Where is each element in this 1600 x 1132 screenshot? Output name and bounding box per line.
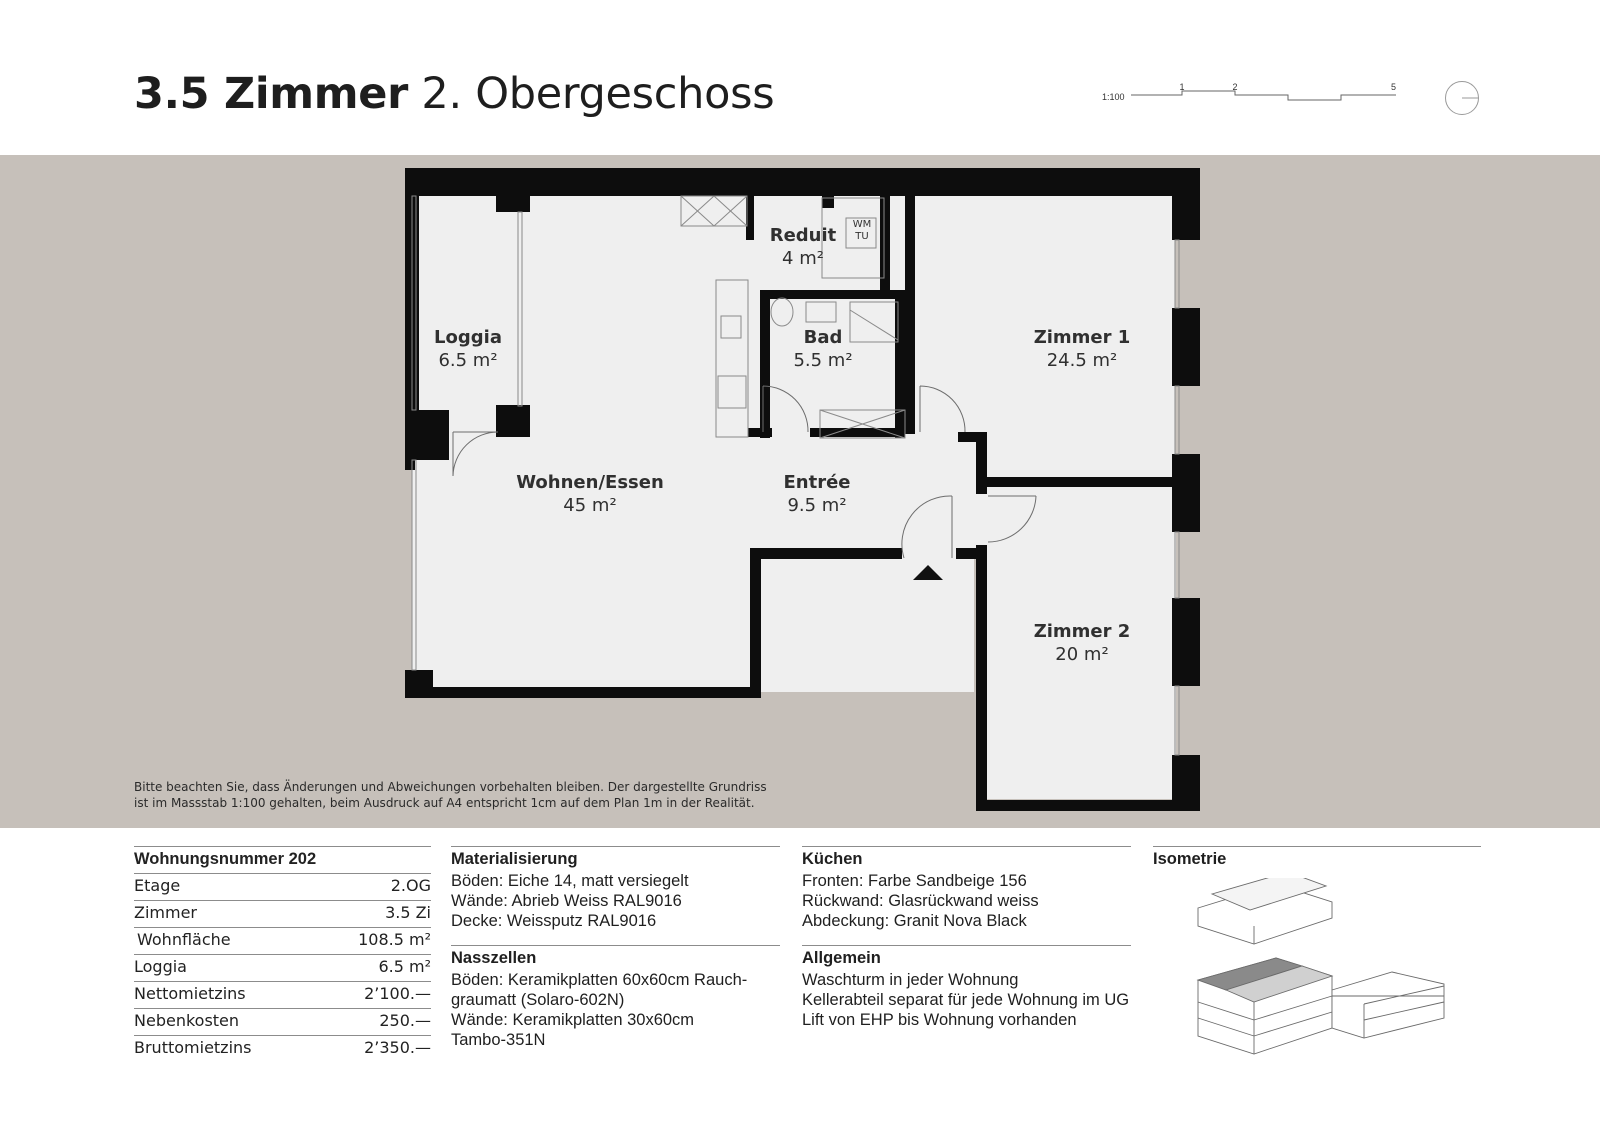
text-line: Waschturm in jeder Wohnung	[802, 971, 1019, 989]
row-value: 2.OG	[390, 876, 431, 895]
room-label-loggia: Loggia 6.5 m²	[434, 326, 502, 372]
text-line: Lift von EHP bis Wohnung vorhanden	[802, 1011, 1077, 1029]
room-name: Bad	[803, 327, 843, 348]
room-label-zimmer-2: Zimmer 2 20 m²	[1034, 620, 1131, 666]
row-label: Zimmer	[134, 903, 197, 922]
room-label-wohnen-essen: Wohnen/Essen 45 m²	[516, 471, 664, 517]
text-line: Wände: Abrieb Weiss RAL9016	[451, 892, 682, 910]
room-area: 24.5 m²	[1046, 350, 1118, 371]
table-row: Nebenkosten 250.—	[134, 1009, 431, 1036]
section-heading: Küchen	[802, 850, 863, 868]
section-heading: Materialisierung	[451, 850, 578, 868]
row-value: 3.5 Zi	[385, 903, 431, 922]
washer-dryer-label: WM TU	[848, 219, 876, 243]
table-row: Loggia 6.5 m²	[134, 955, 431, 982]
text-line: Wände: Keramikplatten 30x60cm	[451, 1011, 695, 1029]
materials-section: Materialisierung Böden: Eiche 14, matt v…	[451, 846, 780, 1050]
table-row: Wohnfläche 108.5 m²	[134, 928, 431, 955]
row-label: Nebenkosten	[134, 1011, 240, 1030]
row-value: 2’350.—	[364, 1038, 431, 1057]
isometric-drawing	[1196, 878, 1445, 1055]
scale-tick-5: 5	[1391, 82, 1396, 92]
table-row: Zimmer 3.5 Zi	[134, 901, 431, 928]
room-area: 20 m²	[1055, 644, 1109, 665]
row-value: 108.5 m²	[358, 930, 431, 949]
scale-label: 1:100	[1102, 92, 1125, 102]
row-label: Nettomietzins	[134, 984, 246, 1003]
text-line: Tambo-351N	[451, 1031, 546, 1049]
scale-tick-1: 1	[1179, 82, 1184, 92]
room-name: Reduit	[769, 225, 837, 246]
row-label: Bruttomietzins	[134, 1038, 252, 1057]
room-fills	[412, 192, 1176, 799]
table-row: Nettomietzins 2’100.—	[134, 982, 431, 1009]
doors	[452, 385, 1037, 559]
text-line: Kellerabteil separat für jede Wohnung im…	[802, 991, 1130, 1009]
walls	[405, 168, 1200, 811]
north-arrow-icon	[1445, 81, 1479, 115]
table-row: Bruttomietzins 2’350.—	[134, 1036, 431, 1062]
room-area: 6.5 m²	[438, 350, 498, 371]
text-line: Böden: Keramikplatten 60x60cm Rauch-	[451, 971, 748, 989]
room-name: Loggia	[434, 327, 502, 348]
row-value: 2’100.—	[364, 984, 431, 1003]
disclaimer: Bitte beachten Sie, dass Änderungen und …	[134, 779, 767, 811]
room-label-reduit: Reduit 4 m²	[770, 224, 837, 270]
scale-bar: 1:100 1 2 5	[1102, 82, 1396, 102]
text-line: Rückwand: Glasrückwand weiss	[802, 892, 1039, 910]
row-label: Etage	[134, 876, 181, 895]
section-heading: Allgemein	[802, 949, 881, 967]
section-heading: Isometrie	[1153, 850, 1227, 868]
room-area: 5.5 m²	[793, 350, 853, 371]
text-line: Fronten: Farbe Sandbeige 156	[802, 872, 1027, 890]
disclaimer-line: ist im Massstab 1:100 gehalten, beim Aus…	[134, 796, 755, 810]
apartment-facts-table: Wohnungsnummer 202 Etage 2.OG Zimmer 3.5 Z…	[134, 846, 431, 1062]
washer-label: WM	[852, 219, 872, 230]
room-name: Zimmer 2	[1033, 621, 1131, 642]
room-label-bad: Bad 5.5 m²	[793, 326, 852, 372]
divider	[451, 945, 780, 946]
table-row: Etage 2.OG	[134, 874, 431, 901]
row-label: Loggia	[134, 957, 187, 976]
room-area: 4 m²	[782, 248, 824, 269]
apartment-number: Wohnungsnummer 202	[134, 847, 431, 874]
text-line: graumatt (Solaro-602N)	[451, 991, 625, 1009]
room-area: 45 m²	[563, 495, 617, 516]
dryer-label: TU	[855, 231, 869, 242]
room-label-zimmer-1: Zimmer 1 24.5 m²	[1034, 326, 1131, 372]
room-name: Entrée	[783, 472, 851, 493]
kitchen-section: Küchen Fronten: Farbe Sandbeige 156 Rück…	[802, 846, 1131, 1030]
text-line: Decke: Weissputz RAL9016	[451, 912, 657, 930]
scale-tick-2: 2	[1232, 82, 1237, 92]
section-heading: Nasszellen	[451, 949, 537, 967]
row-value: 250.—	[379, 1011, 431, 1030]
room-label-entree: Entrée 9.5 m²	[783, 471, 850, 517]
title-room-count: 3.5 Zimmer	[134, 69, 409, 119]
text-line: Böden: Eiche 14, matt versiegelt	[451, 872, 689, 890]
room-name: Wohnen/Essen	[516, 472, 664, 493]
room-name: Zimmer 1	[1033, 327, 1131, 348]
row-label: Wohnfläche	[137, 930, 231, 949]
isometry-section: Isometrie	[1153, 846, 1481, 871]
room-area: 9.5 m²	[787, 495, 847, 516]
title-floor: 2. Obergeschoss	[421, 69, 775, 119]
row-value: 6.5 m²	[378, 957, 431, 976]
text-line: Abdeckung: Granit Nova Black	[802, 912, 1027, 930]
fixtures	[411, 195, 1180, 756]
page-title: 3.5 Zimmer 2. Obergeschoss	[134, 66, 775, 122]
entrance-arrow-icon	[913, 565, 943, 580]
disclaimer-line: Bitte beachten Sie, dass Änderungen und …	[134, 780, 767, 794]
divider	[802, 945, 1131, 946]
